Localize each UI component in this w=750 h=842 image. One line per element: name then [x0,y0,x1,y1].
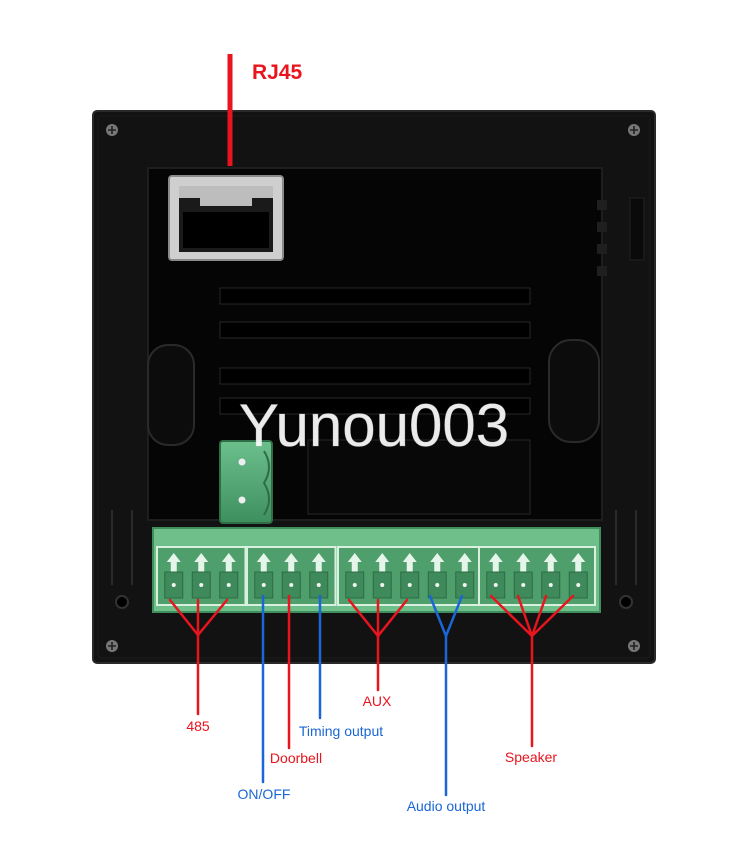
mounting-slot-left [111,510,133,609]
pin-arrow-icon [571,553,586,574]
mounting-slot-right [615,510,637,609]
vent-slots [219,287,531,415]
pin-arrow-icon [284,553,299,574]
pin-arrow-icon [488,553,503,574]
label-on-off: ON/OFF [238,786,291,802]
label-aux: AUX [363,693,392,709]
rj45-label: RJ45 [252,61,303,84]
pin-arrow-icon [457,553,472,574]
screw-icon [628,640,640,652]
label-timing-output: Timing output [299,723,383,739]
pin-arrow-icon [347,553,362,574]
screw-icon [628,124,640,136]
pin-arrow-icon [543,553,558,574]
terminal-block-control [246,546,337,606]
pin-arrow-icon [375,553,390,574]
leader-485 [168,598,229,716]
leader-audio-output [428,594,464,797]
label-audio-output: Audio output [407,798,486,814]
terminal-block-aux-audio [337,546,483,606]
terminal-blocks [156,546,596,606]
label-485: 485 [186,718,210,734]
pin-arrow-icon [194,553,209,574]
power-terminal-block [219,440,273,524]
label-doorbell: Doorbell [270,750,322,766]
side-slot-left [147,344,195,446]
terminal-block-485 [156,546,247,606]
pin-arrow-icon [430,553,445,574]
screw-icon [106,640,118,652]
terminal-block-speaker [478,546,596,606]
leader-aux [347,598,409,692]
label-recess [307,439,531,515]
pin-arrow-icon [311,553,326,574]
pin-arrow-icon [402,553,417,574]
pin-arrow-icon [516,553,531,574]
label-speaker: Speaker [505,749,557,765]
leader-speaker [489,594,575,748]
watermark: Yunou003 [239,392,509,459]
screw-icon [106,124,118,136]
side-slot-right [548,339,600,443]
pin-arrow-icon [166,553,181,574]
pin-arrow-icon [221,553,236,574]
wire-leaders [168,594,575,797]
pin-arrow-icon [256,553,271,574]
rj45-port [168,175,284,261]
